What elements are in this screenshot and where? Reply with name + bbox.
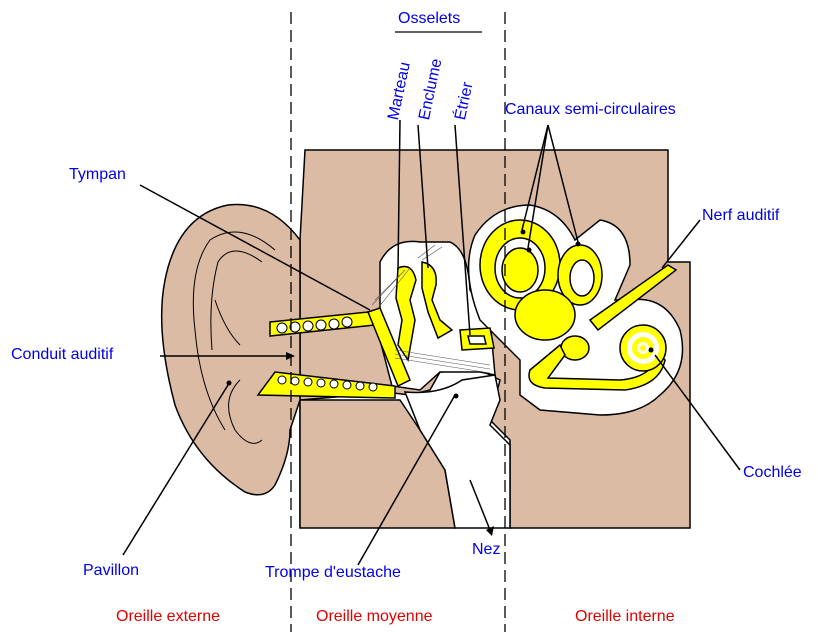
label-canaux-semi-circulaires: Canaux semi-circulaires: [505, 101, 676, 119]
section-oreille-moyenne: Oreille moyenne: [316, 608, 433, 626]
label-cochlee: Cochlée: [743, 464, 802, 482]
label-nerf-auditif: Nerf auditif: [702, 207, 779, 225]
label-pavillon: Pavillon: [83, 562, 139, 580]
section-oreille-externe: Oreille externe: [116, 608, 220, 626]
cochlea-spiral: [620, 325, 666, 371]
section-oreille-interne: Oreille interne: [575, 608, 675, 626]
label-conduit-auditif: Conduit auditif: [11, 346, 113, 364]
label-nez: Nez: [472, 541, 500, 559]
label-trompe-eustache: Trompe d'eustache: [265, 564, 401, 582]
pinna: [162, 204, 300, 494]
label-osselets: Osselets: [398, 10, 460, 28]
label-tympan: Tympan: [69, 166, 126, 184]
